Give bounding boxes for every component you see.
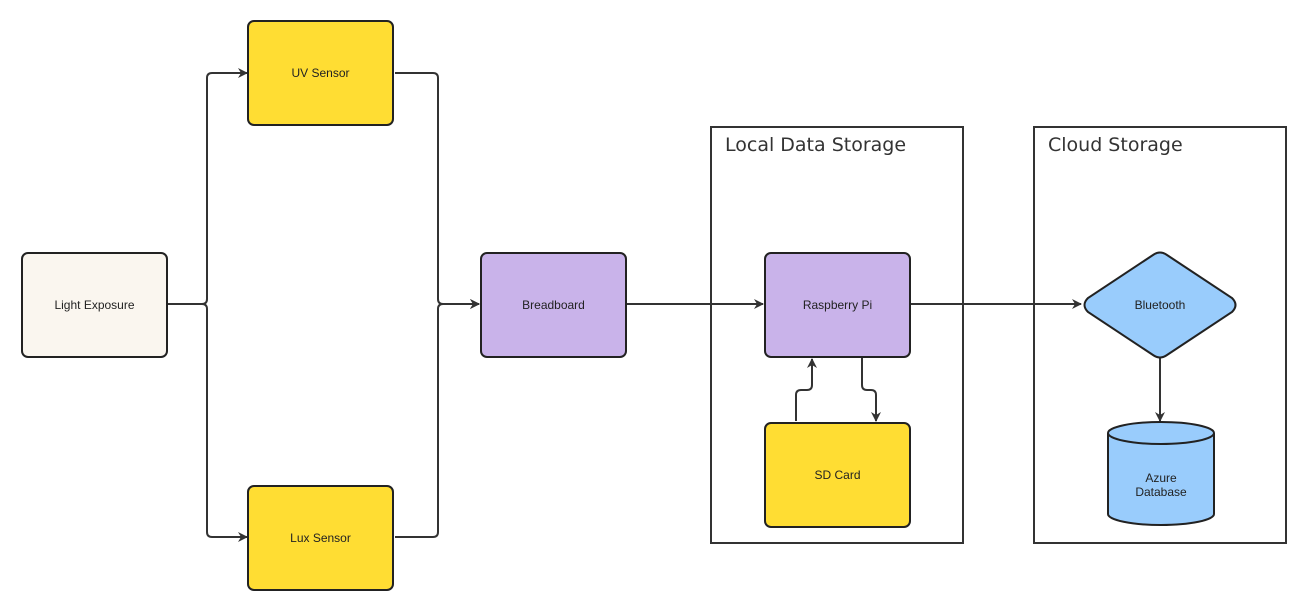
- raspberry-pi-node: Raspberry Pi: [764, 252, 911, 358]
- connector-light-to-lux: [168, 303, 248, 542]
- lux-sensor-node: Lux Sensor: [247, 485, 394, 591]
- connector-light-to-uv: [168, 68, 248, 305]
- connector-sd-to-pi: [795, 358, 817, 421]
- local-data-storage-container: Local Data Storage: [710, 126, 964, 544]
- cloud-storage-title: Cloud Storage: [1048, 134, 1183, 156]
- local-data-storage-title: Local Data Storage: [725, 134, 907, 156]
- connector-uv-to-breadboard: [395, 72, 480, 309]
- connector-lux-to-breadboard: [395, 299, 480, 538]
- sd-card-node: SD Card: [764, 422, 911, 528]
- connector-pi-to-sd: [861, 358, 881, 422]
- azure-database-label: Azure Database: [1135, 471, 1187, 499]
- uv-sensor-node: UV Sensor: [247, 20, 394, 126]
- cloud-storage-container: Cloud Storage: [1033, 126, 1287, 544]
- breadboard-node: Breadboard: [480, 252, 627, 358]
- bluetooth-label: Bluetooth: [1134, 298, 1186, 312]
- azure-database-cylinder: [1107, 421, 1215, 526]
- bluetooth-diamond: [1083, 251, 1237, 359]
- light-exposure-node: Light Exposure: [21, 252, 168, 358]
